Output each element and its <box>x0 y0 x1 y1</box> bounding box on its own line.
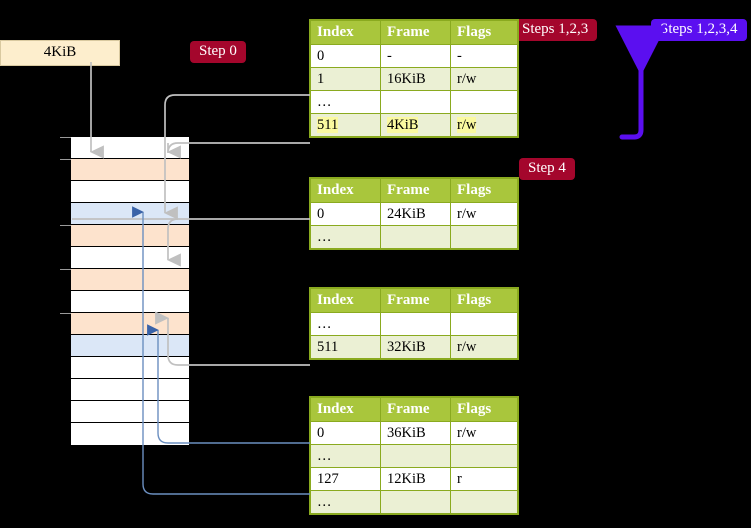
memory-row-tick <box>60 159 71 160</box>
memory-row-tick <box>60 225 71 226</box>
table-row[interactable]: … <box>310 490 518 514</box>
cell-index: 511 <box>310 335 381 359</box>
steps-1234-label: Steps 1,2,3,4 <box>651 19 747 42</box>
table-row[interactable]: … <box>310 312 518 336</box>
column-header-flags: Flags <box>450 178 518 203</box>
memory-row-tick <box>60 137 71 138</box>
column-header-flags: Flags <box>450 397 518 422</box>
cell-frame: 12KiB <box>380 467 451 491</box>
cell-frame <box>380 490 451 514</box>
table-row[interactable]: … <box>310 444 518 468</box>
memory-frame-row <box>71 357 189 379</box>
cell-index: 127 <box>310 467 381 491</box>
memory-frame-row <box>71 291 189 313</box>
cell-frame <box>380 90 451 114</box>
column-header-frame: Frame <box>380 178 451 203</box>
column-header-index: Index <box>310 288 381 313</box>
cell-index: 511 <box>310 113 381 137</box>
memory-frame-row <box>71 401 189 423</box>
column-header-flags: Flags <box>450 288 518 313</box>
physical-memory-column <box>60 136 190 446</box>
column-header-index: Index <box>310 20 381 45</box>
memory-frame-row <box>60 225 189 247</box>
column-header-index: Index <box>310 178 381 203</box>
cell-flags: r/w <box>450 113 518 137</box>
column-header-index: Index <box>310 397 381 422</box>
cell-frame <box>380 312 451 336</box>
column-header-flags: Flags <box>450 20 518 45</box>
cell-index: … <box>310 490 381 514</box>
memory-frame-row <box>71 335 189 357</box>
cell-flags: r/w <box>450 421 518 445</box>
cell-frame: 24KiB <box>380 202 451 226</box>
purple-bracket-arrow <box>615 25 667 140</box>
cell-frame: 32KiB <box>380 335 451 359</box>
column-header-frame: Frame <box>380 20 451 45</box>
table-row[interactable]: … <box>310 225 518 249</box>
memory-frame-row <box>71 423 189 445</box>
column-header-frame: Frame <box>380 288 451 313</box>
kib-label-box: 4KiB <box>0 40 120 66</box>
cell-frame <box>380 225 451 249</box>
cell-index: … <box>310 225 381 249</box>
memory-frame-row <box>60 137 189 159</box>
cell-frame: - <box>380 44 451 68</box>
cell-frame <box>380 444 451 468</box>
highlighted-value: 4KiB <box>387 116 419 133</box>
cell-flags: r <box>450 467 518 491</box>
table-row[interactable]: 511 4KiB r/w <box>310 113 518 137</box>
memory-frame-row <box>71 203 189 225</box>
memory-frame-row <box>60 313 189 335</box>
cell-index: … <box>310 312 381 336</box>
highlighted-value: 511 <box>317 116 339 133</box>
cell-flags <box>450 312 518 336</box>
cell-flags <box>450 225 518 249</box>
cell-flags: - <box>450 44 518 68</box>
memory-frame-row <box>60 269 189 291</box>
cell-flags: r/w <box>450 202 518 226</box>
cell-frame: 16KiB <box>380 67 451 91</box>
cell-index: … <box>310 444 381 468</box>
cell-index: … <box>310 90 381 114</box>
cell-frame: 4KiB <box>380 113 451 137</box>
highlighted-value: r/w <box>457 116 477 133</box>
cell-index: 0 <box>310 44 381 68</box>
table-row[interactable]: … <box>310 90 518 114</box>
memory-frame-row <box>71 247 189 269</box>
step-0-label: Step 0 <box>190 41 246 64</box>
cell-flags <box>450 90 518 114</box>
cell-frame: 36KiB <box>380 421 451 445</box>
cell-index: 1 <box>310 67 381 91</box>
memory-frame-row <box>71 181 189 203</box>
cell-flags <box>450 490 518 514</box>
cell-index: 0 <box>310 421 381 445</box>
cell-flags <box>450 444 518 468</box>
cell-index: 0 <box>310 202 381 226</box>
column-header-frame: Frame <box>380 397 451 422</box>
table-row[interactable]: 0-- <box>310 44 518 68</box>
memory-frame-row <box>71 379 189 401</box>
memory-row-tick <box>60 269 71 270</box>
cell-flags: r/w <box>450 67 518 91</box>
steps-123-label: Steps 1,2,3 <box>513 19 598 42</box>
cell-flags: r/w <box>450 335 518 359</box>
memory-frame-row <box>60 159 189 181</box>
step-4-label: Step 4 <box>519 158 575 181</box>
memory-row-tick <box>60 313 71 314</box>
